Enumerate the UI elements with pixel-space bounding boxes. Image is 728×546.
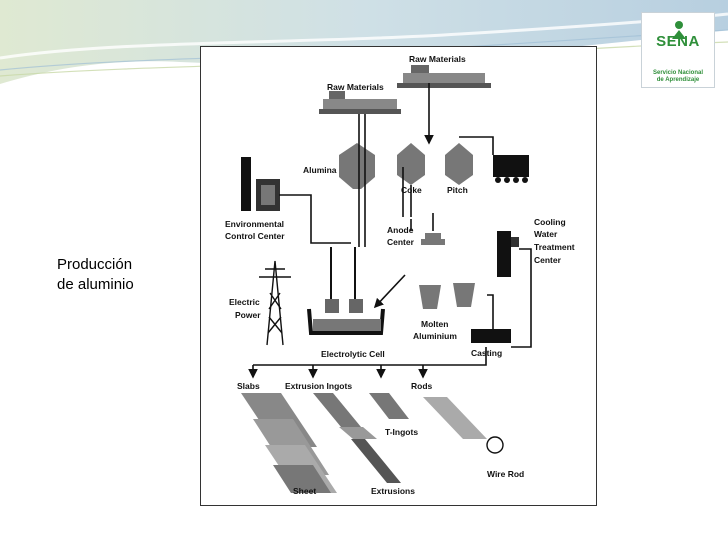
label-slabs: Slabs [237, 381, 260, 391]
label-electric-line-1: Electric [229, 297, 260, 307]
label-cooling-line-4: Center [534, 255, 562, 265]
alumina-silo-icon [339, 143, 375, 189]
label-anode-line-1: Anode [387, 225, 414, 235]
label-environmental-line-2: Control Center [225, 231, 285, 241]
cooling-water-tower-icon [497, 231, 519, 277]
label-raw-materials-top: Raw Materials [409, 54, 466, 64]
ship-icon-left [319, 91, 401, 114]
logo-subtitle-line-2: de Aprendizaje [656, 77, 700, 83]
logo-subtitle-line-1: Servicio Nacional [652, 70, 704, 76]
crucible-icon-1 [419, 285, 441, 309]
casting-basin-icon [471, 329, 511, 343]
electric-pylon-icon [259, 260, 291, 346]
slide-title-line-1: Producción [57, 256, 133, 273]
label-pitch: Pitch [447, 185, 468, 195]
environmental-stack-icon [241, 157, 280, 211]
slide-title-line-2: de aluminio [57, 276, 134, 293]
label-environmental-line-1: Environmental [225, 219, 284, 229]
label-electrolytic-cell: Electrolytic Cell [321, 349, 385, 359]
crucible-icon-2 [453, 283, 475, 307]
label-raw-materials-left: Raw Materials [327, 82, 384, 92]
rods-icon [369, 393, 504, 454]
pitch-silo-icon [445, 143, 473, 185]
sena-person-icon [672, 21, 686, 39]
rail-car-icon [493, 155, 529, 183]
aluminium-production-diagram: Raw Materials Raw Materials Alumina Coke… [200, 46, 597, 506]
label-molten-line-1: Molten [421, 319, 448, 329]
label-wire-rod: Wire Rod [487, 469, 524, 479]
label-casting: Casting [471, 348, 502, 358]
slabs-sheet-icon [241, 393, 337, 493]
label-extrusion-ingots: Extrusion Ingots [285, 381, 352, 391]
logo-wordmark: SENA [656, 33, 700, 50]
slide-title: Producción de aluminio [57, 255, 134, 295]
sena-logo: SENA Servicio Nacional de Aprendizaje [641, 12, 715, 88]
label-coke: Coke [401, 185, 422, 195]
label-cooling-line-2: Water [534, 229, 558, 239]
label-t-ingots: T-Ingots [385, 427, 418, 437]
label-cooling-line-1: Cooling [534, 217, 566, 227]
label-alumina: Alumina [303, 165, 337, 175]
label-electric-line-2: Power [235, 310, 261, 320]
electrolytic-cell-icon [307, 247, 385, 335]
label-cooling-line-3: Treatment [534, 242, 575, 252]
label-extrusions: Extrusions [371, 486, 415, 496]
ship-icon-top [397, 65, 491, 88]
extrusion-ingots-icon [313, 393, 401, 483]
label-rods: Rods [411, 381, 433, 391]
label-molten-line-2: Aluminium [413, 331, 457, 341]
anode-rack-icon [421, 233, 445, 245]
label-anode-line-2: Center [387, 237, 415, 247]
label-sheet: Sheet [293, 486, 316, 496]
coke-silo-icon [397, 143, 425, 185]
flow-lines [248, 83, 532, 379]
